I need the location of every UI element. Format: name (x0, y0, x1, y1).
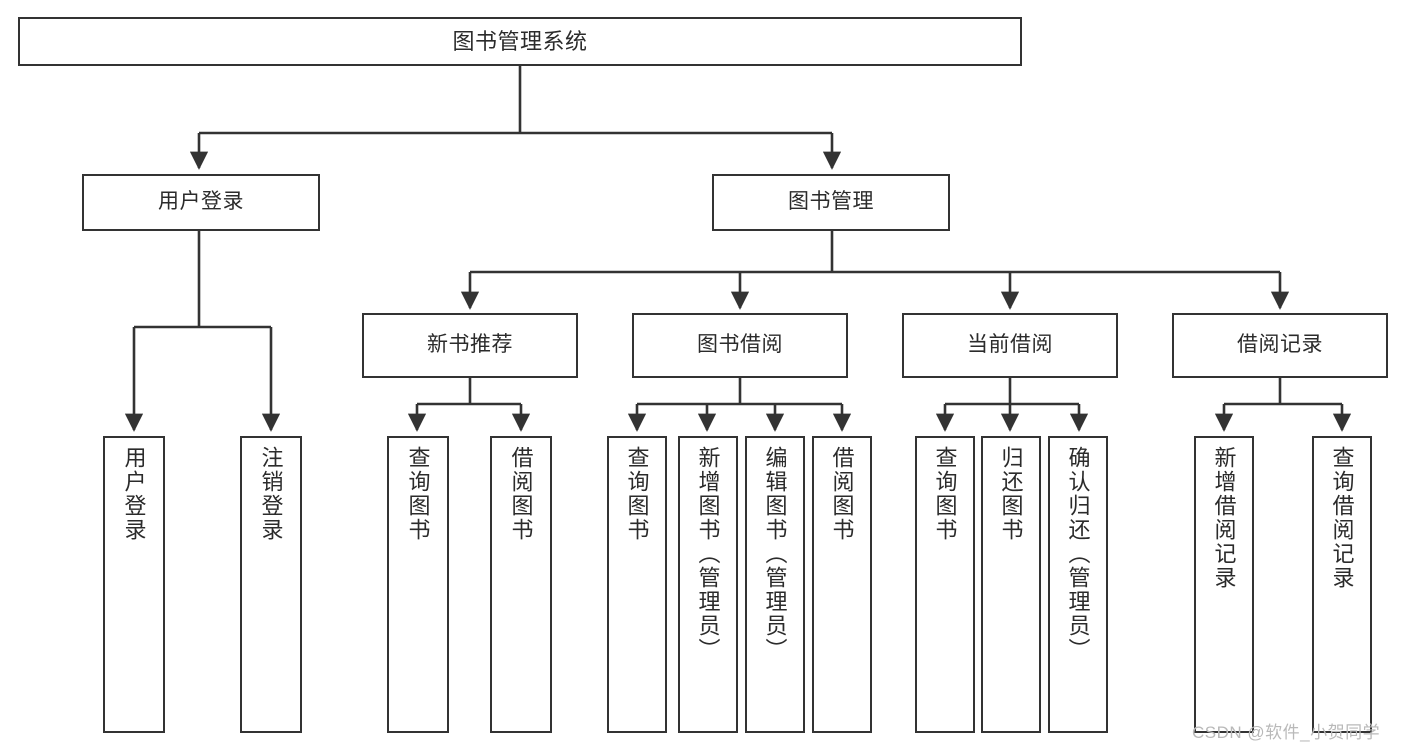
node-label: 新书推荐 (427, 333, 513, 357)
node-label: 图书借阅 (697, 333, 783, 357)
leaf-confirm-return-admin[interactable]: 确认归还（管理员） (1048, 436, 1108, 733)
leaf-edit-book-admin[interactable]: 编辑图书（管理员） (745, 436, 805, 733)
node-label: 归还图书 (998, 446, 1024, 542)
node-label: 借阅图书 (508, 446, 534, 542)
node-new-book-recommend[interactable]: 新书推荐 (362, 313, 578, 378)
node-borrow-record[interactable]: 借阅记录 (1172, 313, 1388, 378)
leaf-add-book-admin[interactable]: 新增图书（管理员） (678, 436, 738, 733)
node-label: 查询图书 (624, 446, 650, 542)
leaf-query-book-borrow[interactable]: 查询图书 (607, 436, 667, 733)
node-book-management[interactable]: 图书管理 (712, 174, 950, 231)
node-user-login[interactable]: 用户登录 (82, 174, 320, 231)
leaf-add-borrow-record[interactable]: 新增借阅记录 (1194, 436, 1254, 733)
node-label: 借阅图书 (829, 446, 855, 542)
watermark: CSDN @软件_小贺同学 (1192, 723, 1381, 742)
node-label: 确认归还（管理员） (1065, 446, 1091, 662)
leaf-query-book-recommend[interactable]: 查询图书 (387, 436, 449, 733)
leaf-query-borrow-record[interactable]: 查询借阅记录 (1312, 436, 1372, 733)
node-label: 借阅记录 (1237, 333, 1323, 357)
node-label: 查询图书 (405, 446, 431, 542)
node-label: 注销登录 (258, 446, 284, 542)
node-label: 用户登录 (121, 446, 147, 542)
leaf-borrow-book-recommend[interactable]: 借阅图书 (490, 436, 552, 733)
leaf-return-book[interactable]: 归还图书 (981, 436, 1041, 733)
node-label: 查询借阅记录 (1329, 446, 1355, 590)
leaf-query-book-current[interactable]: 查询图书 (915, 436, 975, 733)
node-label: 新增图书（管理员） (695, 446, 721, 662)
leaf-user-login[interactable]: 用户登录 (103, 436, 165, 733)
node-label: 用户登录 (158, 190, 244, 214)
node-current-borrow[interactable]: 当前借阅 (902, 313, 1118, 378)
node-label: 图书管理系统 (452, 28, 588, 54)
node-root-book-management-system[interactable]: 图书管理系统 (18, 17, 1022, 66)
node-book-borrow[interactable]: 图书借阅 (632, 313, 848, 378)
node-label: 新增借阅记录 (1211, 446, 1237, 590)
node-label: 编辑图书（管理员） (762, 446, 788, 662)
node-label: 图书管理 (788, 190, 874, 214)
leaf-user-logout[interactable]: 注销登录 (240, 436, 302, 733)
node-label: 查询图书 (932, 446, 958, 542)
leaf-borrow-book[interactable]: 借阅图书 (812, 436, 872, 733)
node-label: 当前借阅 (967, 333, 1053, 357)
